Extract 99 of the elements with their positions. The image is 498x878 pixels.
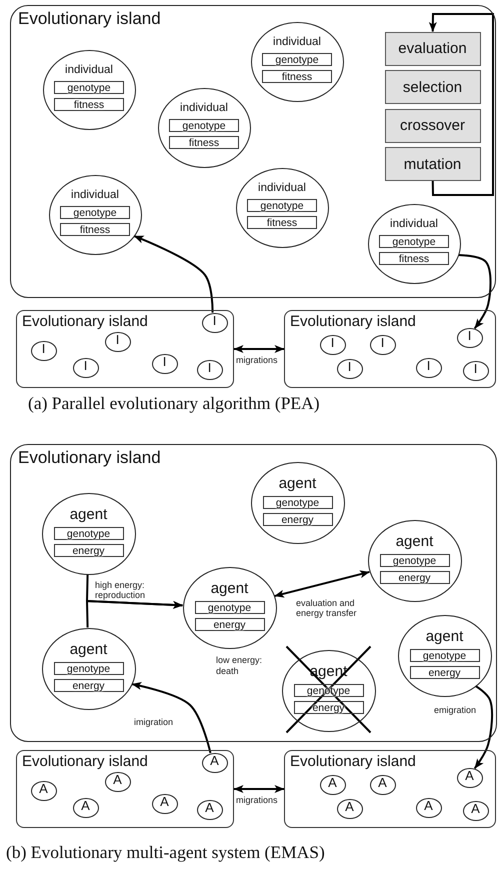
island-title: Evolutionary island bbox=[18, 9, 161, 29]
attribute-box: genotype bbox=[54, 81, 124, 94]
island-title: Evolutionary island bbox=[22, 753, 148, 770]
node-title: individual bbox=[180, 102, 228, 115]
attribute-box: fitness bbox=[169, 136, 239, 149]
attribute-box: fitness bbox=[54, 98, 124, 111]
attribute-box: energy bbox=[54, 679, 124, 692]
individual-marker: A bbox=[320, 774, 346, 794]
individual-marker: I bbox=[370, 334, 396, 354]
individual-marker: I bbox=[416, 358, 442, 378]
node-title: agent bbox=[278, 475, 316, 492]
agent-ellipse bbox=[42, 628, 136, 710]
island-title: Evolutionary island bbox=[22, 313, 148, 330]
individual-marker: I bbox=[336, 358, 362, 378]
agent-ellipse bbox=[182, 566, 276, 648]
island-title: Evolutionary island bbox=[290, 753, 416, 770]
attribute-box: genotype bbox=[247, 199, 317, 212]
arrow bbox=[274, 570, 370, 598]
individual-ellipse bbox=[250, 22, 344, 102]
island-title: Evolutionary island bbox=[290, 313, 416, 330]
node-title: individual bbox=[390, 218, 438, 231]
individual-ellipse bbox=[158, 88, 250, 168]
island-panel bbox=[10, 5, 496, 298]
individual-marker: A bbox=[104, 772, 130, 792]
arrow bbox=[134, 235, 214, 313]
figure-caption: (a) Parallel evolutionary algorithm (PEA) bbox=[28, 393, 320, 414]
agent-ellipse bbox=[398, 614, 492, 696]
attribute-box: energy bbox=[262, 513, 332, 526]
attribute-box: genotype bbox=[380, 554, 450, 567]
individual-marker: I bbox=[72, 358, 98, 378]
node-title: individual bbox=[258, 182, 306, 195]
attribute-box: energy bbox=[380, 571, 450, 584]
individual-marker: I bbox=[456, 328, 482, 348]
individual-marker: I bbox=[104, 332, 130, 352]
agent-ellipse bbox=[42, 492, 136, 574]
individual-marker: I bbox=[196, 360, 222, 380]
annotation-text: low energy: death bbox=[216, 655, 264, 677]
agent-ellipse bbox=[250, 462, 344, 544]
node-title: agent bbox=[70, 641, 108, 658]
island-panel bbox=[284, 750, 496, 828]
attribute-box: genotype bbox=[60, 206, 130, 219]
individual-marker: A bbox=[152, 794, 178, 814]
arrow bbox=[474, 685, 494, 769]
process-step: crossover bbox=[384, 108, 480, 142]
attribute-box: energy bbox=[410, 666, 480, 679]
attribute-box: energy bbox=[54, 544, 124, 557]
individual-marker: I bbox=[202, 312, 228, 332]
individual-marker: A bbox=[336, 798, 362, 818]
node-title: individual bbox=[273, 36, 321, 49]
node-title: agent bbox=[426, 628, 464, 645]
arrow bbox=[234, 785, 284, 793]
individual-marker: I bbox=[320, 334, 346, 354]
individual-marker: A bbox=[370, 774, 396, 794]
node-title: individual bbox=[65, 64, 113, 77]
figure-caption: (b) Evolutionary multi-agent system (EMAS) bbox=[6, 842, 325, 863]
arrow bbox=[458, 254, 492, 329]
island-panel bbox=[284, 310, 496, 388]
arrow bbox=[131, 682, 212, 754]
process-step: mutation bbox=[384, 147, 480, 181]
island-panel bbox=[16, 750, 234, 828]
node-title: agent bbox=[210, 580, 248, 597]
individual-marker: I bbox=[152, 354, 178, 374]
individual-marker: A bbox=[202, 752, 228, 772]
arrow bbox=[234, 345, 284, 353]
attribute-box: genotype bbox=[54, 662, 124, 675]
individual-marker: I bbox=[30, 340, 56, 360]
individual-ellipse bbox=[236, 168, 328, 248]
attribute-box: fitness bbox=[247, 216, 317, 229]
node-title: individual bbox=[71, 189, 119, 202]
individual-marker: A bbox=[72, 798, 98, 818]
process-step: selection bbox=[384, 70, 480, 104]
island-title: Evolutionary island bbox=[18, 448, 161, 468]
attribute-box: genotype bbox=[194, 601, 264, 614]
individual-marker: A bbox=[456, 768, 482, 788]
attribute-box: genotype bbox=[54, 527, 124, 540]
individual-ellipse bbox=[368, 204, 460, 284]
attribute-box: fitness bbox=[262, 70, 332, 83]
arrow bbox=[428, 13, 494, 196]
arrow bbox=[86, 600, 184, 628]
attribute-box: energy bbox=[294, 701, 364, 714]
attribute-box: genotype bbox=[262, 496, 332, 509]
node-title: agent bbox=[396, 533, 434, 550]
individual-ellipse bbox=[42, 50, 136, 130]
node-title: agent bbox=[70, 506, 108, 523]
attribute-box: fitness bbox=[379, 252, 449, 265]
process-step: evaluation bbox=[384, 32, 480, 66]
individual-marker: A bbox=[416, 798, 442, 818]
individual-marker: A bbox=[196, 800, 222, 820]
attribute-box: genotype bbox=[169, 119, 239, 132]
individual-marker: A bbox=[30, 780, 56, 800]
attribute-box: fitness bbox=[60, 223, 130, 236]
individual-marker: I bbox=[462, 360, 488, 380]
attribute-box: energy bbox=[194, 618, 264, 631]
individual-marker: A bbox=[462, 800, 488, 820]
attribute-box: genotype bbox=[410, 649, 480, 662]
attribute-box: genotype bbox=[262, 53, 332, 66]
island-panel bbox=[16, 310, 234, 388]
attribute-box: genotype bbox=[379, 235, 449, 248]
individual-ellipse bbox=[48, 174, 142, 254]
